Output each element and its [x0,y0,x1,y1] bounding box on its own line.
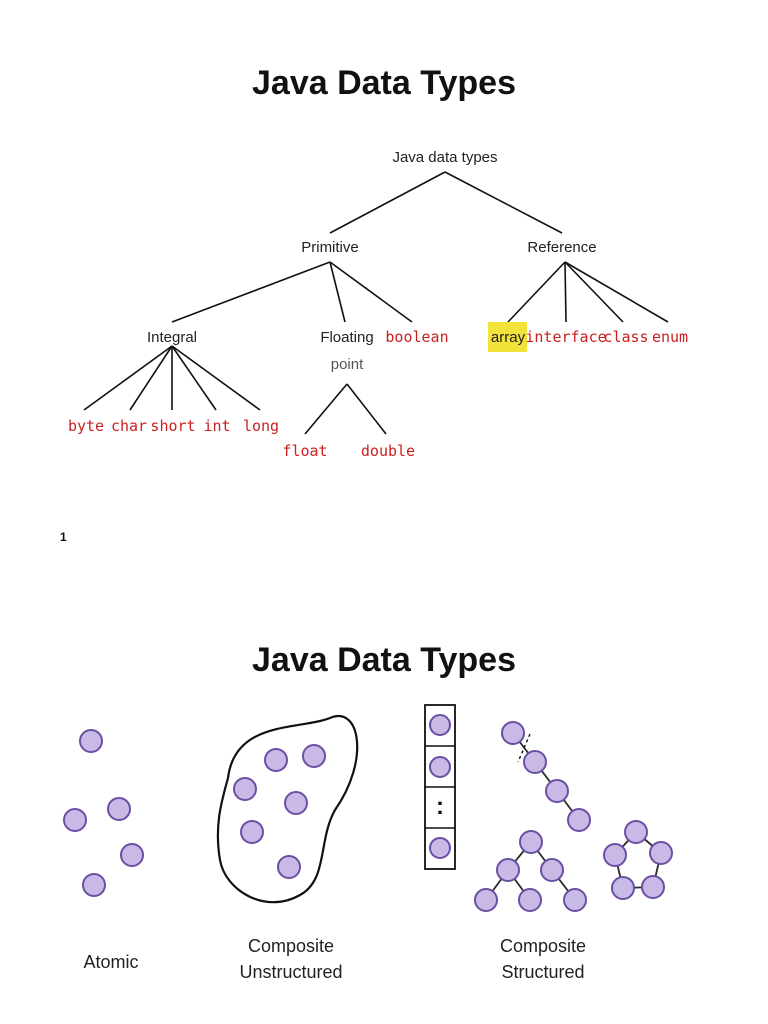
node-array: array [491,329,526,346]
edge-reference-interface [564,261,567,323]
list-node-dot [567,808,591,832]
list-node-dot [523,750,547,774]
node-float: float [282,442,327,460]
ring-node-dot [603,843,627,867]
array-ellipsis: : [436,793,444,820]
node-double: double [361,442,415,460]
tree-node-dot [563,888,587,912]
composite-structured-array: : [424,704,456,870]
edge-reference-array [507,261,566,323]
ring-node-dot [624,820,648,844]
tree-edges [83,171,669,435]
node-int: int [203,417,230,435]
edge-floating-float [304,383,348,435]
atomic-dot [63,808,87,832]
caption-composite-unstructured-line2: Unstructured [239,962,342,982]
slide-title: Java Data Types [252,64,516,102]
caption-atomic: Atomic [83,952,138,972]
page-number: 1 [60,530,67,544]
array-cell-dot [429,714,451,736]
node-interface: interface [525,328,606,346]
edge-integral-byte [83,345,173,411]
unstructured-dot [233,777,257,801]
composite-structured-tree [474,830,587,912]
caption-composite-unstructured-line1: Composite [248,936,334,956]
unstructured-dot [284,791,308,815]
tree-node-dot [474,888,498,912]
list-break-mark [517,733,531,763]
edge-integral-char [129,345,173,411]
unstructured-dot [302,744,326,768]
atomic-dot [82,873,106,897]
edge-root-reference [444,171,563,234]
tree-node-dot [519,830,543,854]
atomic-dot [107,797,131,821]
composite-structured-linked-list [501,721,591,832]
node-class: class [603,328,648,346]
edge-reference-enum [564,261,669,323]
array-highlight [488,322,527,352]
slide-title-2: Java Data Types [252,641,516,679]
edge-primitive-boolean [329,261,413,323]
node-reference: Reference [527,239,596,256]
array-cell-dot [429,837,451,859]
node-boolean: boolean [385,328,448,346]
node-integral: Integral [147,329,197,346]
ring-node-dot [611,876,635,900]
unstructured-dot [240,820,264,844]
atomic-group [63,729,144,897]
node-byte: byte [68,417,104,435]
node-root: Java data types [392,149,497,166]
edge-reference-class [564,261,624,323]
node-char: char [111,417,147,435]
ring-node-dot [641,875,665,899]
edge-integral-long [171,345,261,411]
atomic-dot [120,843,144,867]
tree-node-dot [496,858,520,882]
ring-node-dot [649,841,673,865]
tree-node-dot [540,858,564,882]
edge-integral-int [171,345,217,411]
node-short: short [150,417,195,435]
node-long: long [243,417,279,435]
unstructured-dot [277,855,301,879]
edge-primitive-floating [329,261,346,323]
node-floating-line2: point [331,356,364,373]
atomic-dot [79,729,103,753]
composite-unstructured-group [216,715,359,904]
edge-primitive-integral [171,261,331,323]
unstructured-dot [264,748,288,772]
node-floating-line1: Floating [320,329,373,346]
node-enum: enum [652,328,688,346]
caption-composite-structured-line1: Composite [500,936,586,956]
composite-structured-ring [603,820,673,900]
list-node-dot [501,721,525,745]
edge-root-primitive [329,171,446,234]
node-primitive: Primitive [301,239,359,256]
list-node-dot [545,779,569,803]
unstructured-blob-outline [216,715,359,904]
array-cell-dot [429,756,451,778]
edge-floating-double [346,383,387,435]
caption-composite-structured-line2: Structured [501,962,584,982]
tree-node-dot [518,888,542,912]
